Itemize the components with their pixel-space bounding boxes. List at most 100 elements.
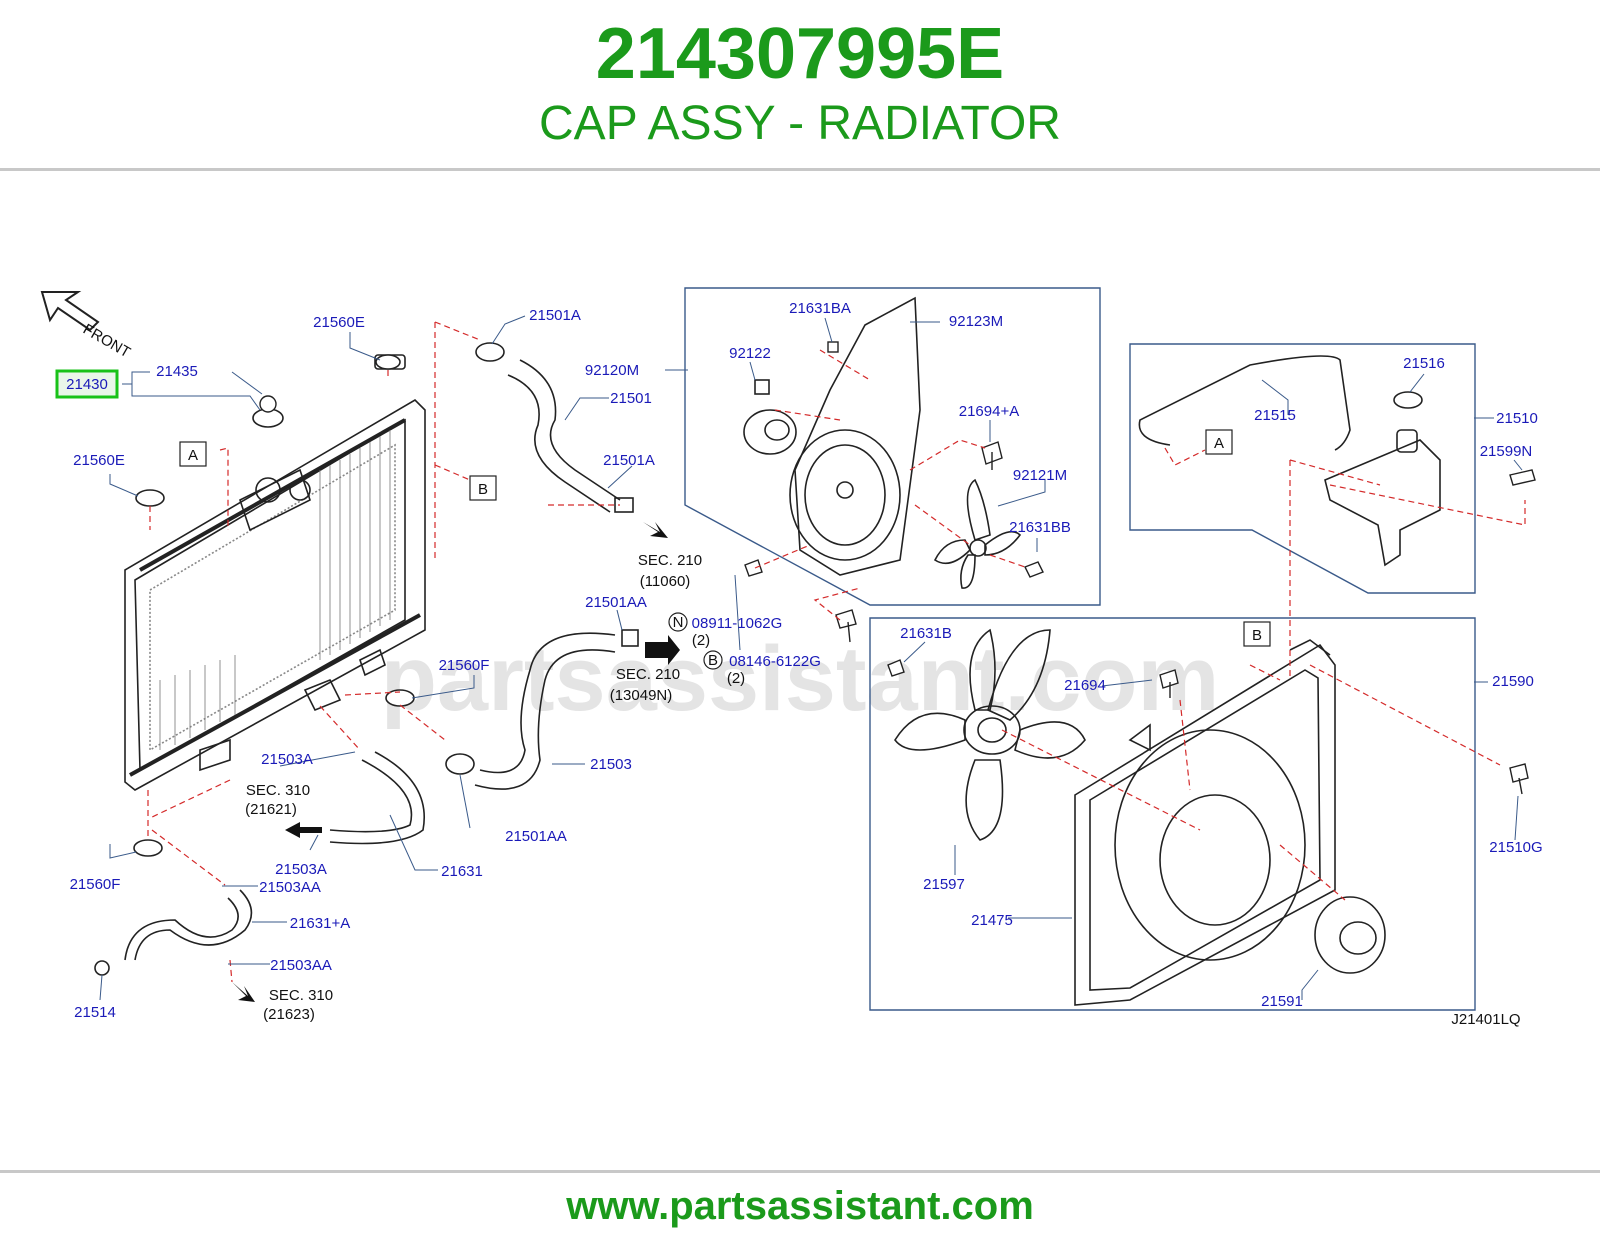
svg-text:A: A	[188, 447, 198, 464]
svg-text:21430: 21430	[66, 376, 108, 393]
arrow-sec210-top-icon	[643, 522, 668, 538]
hose-21631A	[94, 889, 253, 976]
part-label-21631B[interactable]: 21631B	[900, 625, 952, 642]
header: 214307995E CAP ASSY - RADIATOR	[0, 0, 1600, 170]
top-divider	[0, 168, 1600, 171]
part-label-21501[interactable]: 21501	[610, 390, 652, 407]
part-label-21475[interactable]: 21475	[971, 912, 1013, 929]
nut-21631B-icon	[887, 659, 905, 677]
svg-text:B: B	[478, 481, 488, 498]
part-label-21560E-left[interactable]: 21560E	[73, 452, 125, 469]
nut-upper-left-icon	[744, 559, 763, 577]
fan-shroud-21590	[1074, 639, 1336, 1006]
motor-21591	[1314, 896, 1386, 974]
diagram-code: J21401LQ	[1451, 1011, 1520, 1028]
part-number-title: 214307995E	[595, 14, 1005, 94]
part-label-21631BA[interactable]: 21631BA	[789, 300, 851, 317]
arrow-sec310-top-icon	[285, 822, 322, 838]
bolt-left-icon	[835, 609, 857, 643]
part-label-92122[interactable]: 92122	[729, 345, 771, 362]
part-label-21631BB[interactable]: 21631BB	[1009, 519, 1071, 536]
radiator-core-hatch	[159, 430, 391, 750]
part-label-21560F-right[interactable]: 21560F	[439, 657, 490, 674]
sec210-mid-label[interactable]: SEC. 210	[616, 666, 680, 683]
part-label-21515[interactable]: 21515	[1254, 407, 1296, 424]
part-label-21516[interactable]: 21516	[1403, 355, 1445, 372]
lower-fan-group-box	[869, 617, 1476, 1011]
sec310-bottom-label[interactable]: SEC. 310	[269, 987, 333, 1004]
part-label-92123M[interactable]: 92123M	[949, 313, 1003, 330]
part-label-21631A[interactable]: 21631+A	[290, 915, 350, 932]
reservoir-group-box	[1129, 343, 1476, 594]
svg-text:A: A	[1214, 435, 1224, 452]
sec310-top-label[interactable]: SEC. 310	[246, 782, 310, 799]
part-label-21694A[interactable]: 21694+A	[959, 403, 1019, 420]
part-label-21501AA-bottom[interactable]: 21501AA	[505, 828, 567, 845]
part-name-subtitle: CAP ASSY - RADIATOR	[539, 97, 1061, 150]
part-label-21501AA-top[interactable]: 21501AA	[585, 594, 647, 611]
parts-diagram: partsassistant.com FRONT	[40, 287, 1543, 1028]
part-label-21514[interactable]: 21514	[74, 1004, 116, 1021]
part-label-21560F-bottom[interactable]: 21560F	[70, 876, 121, 893]
part-label-21501A-mid[interactable]: 21501A	[603, 452, 655, 469]
bushing-21560E-left	[135, 489, 165, 507]
bushing-21560E-top	[375, 354, 401, 370]
part-label-21694[interactable]: 21694	[1064, 677, 1106, 694]
part-label-21503AA-top[interactable]: 21503AA	[259, 879, 321, 896]
hose-21515	[1138, 355, 1351, 451]
reservoir-tank-21510	[1324, 429, 1441, 567]
part-label-21503AA-bottom[interactable]: 21503AA	[270, 957, 332, 974]
bolt-21694A-icon	[981, 441, 1003, 470]
watermark: partsassistant.com	[381, 628, 1220, 730]
part-label-21503A-top[interactable]: 21503A	[261, 751, 313, 768]
sec210-top-ref: (11060)	[640, 573, 691, 590]
part-label-21501A-top[interactable]: 21501A	[529, 307, 581, 324]
footer-url-link[interactable]: www.partsassistant.com	[566, 1184, 1034, 1228]
bolt-21694-icon	[1159, 669, 1179, 698]
part-label-21510G[interactable]: 21510G	[1489, 839, 1542, 856]
front-label: FRONT	[80, 321, 133, 362]
ref-marker-N: N	[668, 612, 688, 632]
fan-21597	[894, 628, 1086, 841]
front-arrow-icon: FRONT	[40, 291, 133, 362]
svg-text:B: B	[1252, 627, 1262, 644]
cap-21516	[1393, 391, 1423, 409]
ref-marker-B-right: B	[1243, 621, 1271, 647]
guide-lines	[147, 321, 1526, 983]
fan-92121M	[933, 478, 1022, 589]
part-label-92120M[interactable]: 92120M	[585, 362, 639, 379]
radiator-cap-21430	[252, 395, 284, 428]
bottom-divider	[0, 1170, 1600, 1173]
highlighted-part-21430[interactable]: 21430	[55, 369, 119, 399]
sec310-bottom-ref: (21623)	[263, 1006, 315, 1023]
qty-08911: (2)	[692, 632, 710, 649]
upper-hose-21501	[475, 342, 634, 513]
sec210-top-label[interactable]: SEC. 210	[638, 552, 702, 569]
bushing-21560F-bottom	[133, 839, 163, 857]
sec210-mid-ref: (13049N)	[610, 687, 673, 704]
ref-marker-A-right: A	[1205, 429, 1233, 455]
part-label-92121M[interactable]: 92121M	[1013, 467, 1067, 484]
part-label-21503[interactable]: 21503	[590, 756, 632, 773]
part-label-21503A-bottom[interactable]: 21503A	[275, 861, 327, 878]
part-label-21591[interactable]: 21591	[1261, 993, 1303, 1010]
part-label-21590[interactable]: 21590	[1492, 673, 1534, 690]
label-21599N-icon	[1509, 469, 1536, 486]
part-label-21597[interactable]: 21597	[923, 876, 965, 893]
motor-92122	[743, 379, 797, 455]
part-label-21435[interactable]: 21435	[156, 363, 198, 380]
part-label-21510[interactable]: 21510	[1496, 410, 1538, 427]
hose-21631	[329, 751, 425, 845]
part-label-08146-6122G[interactable]: 08146-6122G	[729, 653, 821, 670]
arrow-sec310-bottom-icon	[232, 982, 255, 1002]
part-label-08911-1062G[interactable]: 08911-1062G	[692, 615, 783, 632]
arrow-sec210-mid-icon	[645, 635, 680, 665]
upper-fan-group-box	[684, 287, 1101, 606]
clip-21631BA-icon	[827, 341, 839, 353]
radiator-illustration	[124, 354, 426, 791]
part-label-21560E-top[interactable]: 21560E	[313, 314, 365, 331]
part-label-21599N[interactable]: 21599N	[1480, 443, 1533, 460]
qty-08146: (2)	[727, 670, 745, 687]
part-label-21631[interactable]: 21631	[441, 863, 483, 880]
ref-marker-B-left: B	[469, 475, 497, 501]
